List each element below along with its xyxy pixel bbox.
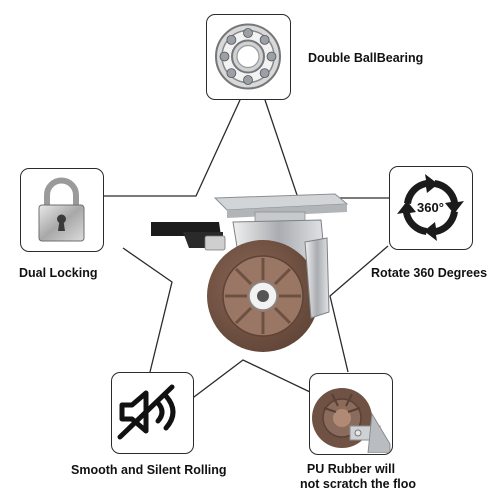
rotate-360-box: 360° <box>389 166 473 250</box>
rubber-wheel-closeup <box>312 388 391 453</box>
dual-locking-label: Dual Locking <box>19 266 98 280</box>
padlock-box <box>20 168 104 252</box>
rotate-360-label: Rotate 360 Degrees <box>371 266 488 280</box>
silent-rolling-label: Smooth and Silent Rolling <box>71 463 227 477</box>
silent-rolling-icon <box>117 384 176 440</box>
ball-bearing-icon <box>215 23 281 90</box>
padlock-icon <box>38 177 85 242</box>
swivel-caster-wheel <box>151 193 349 352</box>
rubber-wheel-label: PU Rubber will not scratch the floo <box>300 462 416 492</box>
rotate-360-badge: 360° <box>417 200 444 215</box>
rubber-wheel-box <box>309 373 393 455</box>
rubber-wheel-label-line-1: PU Rubber will <box>306 462 396 476</box>
rubber-wheel-label-line-2: not scratch the floo <box>300 477 416 491</box>
ball-bearing-label: Double BallBearing <box>308 51 424 65</box>
ball-bearing-box <box>206 14 291 100</box>
rotate-360-icon: 360° <box>397 174 464 241</box>
silent-rolling-box <box>111 372 194 454</box>
